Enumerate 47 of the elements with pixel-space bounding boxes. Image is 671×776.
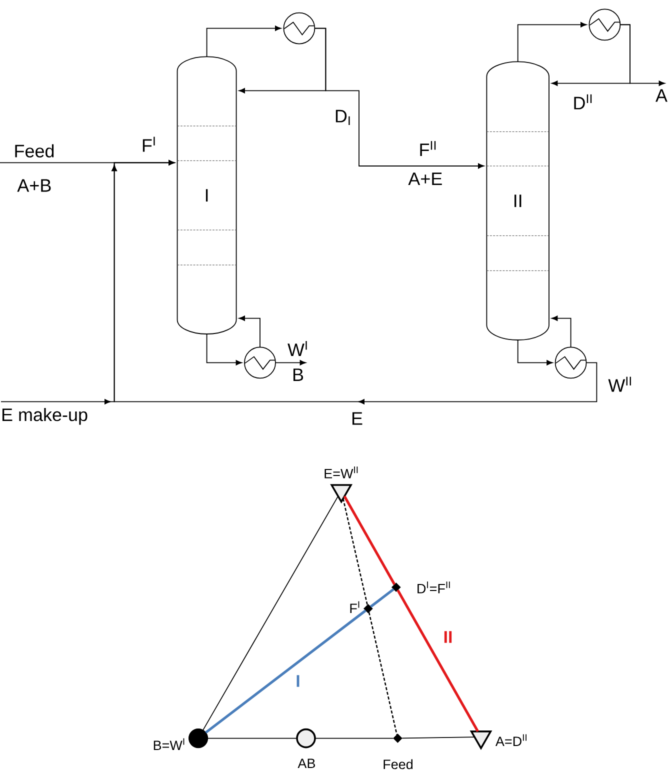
dashed-line [342,498,368,606]
flow-arrow [620,24,665,86]
stream-label: W$^{I}$ B [288,341,307,381]
stream-label: E make-up [2,408,88,425]
flow-arrow [314,28,484,169]
heat-exchanger-symbol [554,346,587,379]
point-label: D$^{I}$=F$^{II}$ [418,582,450,594]
flow-arrow [206,334,242,366]
flow-arrow [238,316,260,348]
flow-arrow [206,26,282,58]
distillation-column: II [486,61,550,340]
stream-label: Feed [15,144,54,158]
heat-exchanger-symbol [588,8,621,41]
line [207,738,298,739]
point-label: Feed [384,759,412,770]
stream-label: D$^{II}$ [574,94,592,110]
stream-label: A+E [408,172,442,185]
line [202,496,339,731]
stream-label: E [352,412,362,425]
stream-label: F$^{I}$ [142,136,155,152]
flow-arrow [552,316,572,348]
flow-arrow [112,160,598,404]
point-label: F$^{I}$ [350,601,360,613]
point-label: B=W$^{I}$ [154,738,184,750]
stream-label: D$_{I}$ [336,110,350,125]
dashed-line [368,612,398,735]
stream-label: W$^{II}$ [608,376,631,392]
heat-exchanger-symbol [283,12,316,44]
point-label: A=D$^{II}$ [495,734,526,746]
line [205,610,366,734]
flow-arrow [275,360,306,366]
line [370,588,394,608]
line [396,590,479,732]
point-label: E=W$^{II}$ [324,466,358,478]
edge-label: II [442,630,454,644]
heat-exchanger-symbol [244,346,276,379]
line [314,738,394,739]
flow-arrow [517,22,587,62]
flow-arrow [517,340,553,366]
line [402,736,476,739]
stream-label: A [656,89,668,102]
edge-label: I [294,674,302,688]
point-label: AB [298,758,315,768]
line [343,496,396,586]
stream-label: F$^{II}$ [420,141,436,156]
stream-label: A+B [17,179,51,192]
distillation-column: I [176,56,237,334]
